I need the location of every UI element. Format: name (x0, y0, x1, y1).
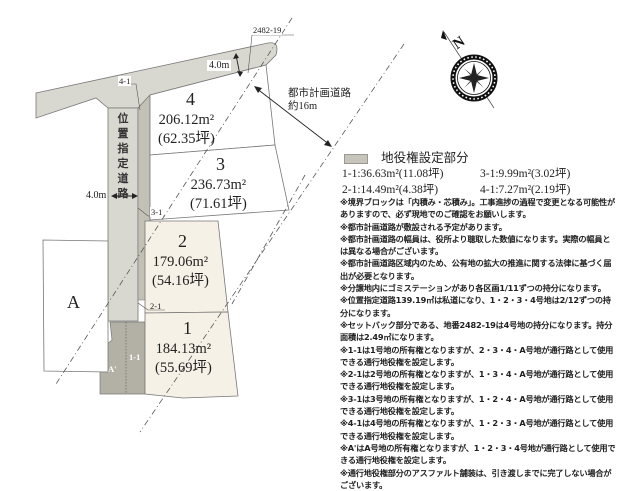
note-item: ※2-1は2号地の所有権となりますが、1・3・4・A号地が通行路として使用できる… (340, 369, 614, 392)
lot-3-shape (149, 144, 290, 221)
parcel-2482-19-label: 2482-19 (252, 25, 283, 35)
easement-4-1-label: 4-1 (118, 76, 132, 86)
easement-1-1-label: 1-1 (129, 352, 141, 362)
road-char: 指 (117, 143, 129, 155)
easement-3-1-label: 3-1 (150, 207, 164, 217)
lot-1-number: 1 (183, 318, 192, 338)
lot-3-number: 3 (216, 154, 225, 174)
note-item: ※境界ブロックは「内積み・芯積み」。工事進捗の過程で変更となる可能性がありますの… (340, 197, 615, 220)
side-road-width-label: 4.0m (86, 190, 107, 201)
lot-4-area: 206.12m² (62.35坪) (158, 111, 215, 149)
road-char: 置 (117, 128, 129, 140)
road-char: 位 (117, 113, 129, 125)
easement-area-2-1: 2-1:14.49m²(4.38坪) (342, 184, 439, 196)
easement-areas: 1-1:36.63m²(11.08坪) 3-1:9.99m²(3.02坪) 2-1… (342, 166, 618, 198)
easement-areas-row: 2-1:14.49m²(4.38坪) 4-1:7.27m²(2.19坪) (342, 182, 618, 198)
note-item: ※4-1は4号地の所有権となりますが、1・2・3・A号地が通行路として使用できる… (340, 418, 614, 441)
lot-4-area-m2: 206.12m² (158, 112, 215, 128)
lot-a-label: A (67, 292, 80, 312)
notes-list: ※境界ブロックは「内積み・芯積み」。工事進捗の過程で変更となる可能性がありますの… (340, 196, 616, 491)
lot-3-area: 236.73m² (71.61坪) (190, 176, 247, 214)
road-char: 道 (117, 173, 129, 185)
site-plan: N (35, 17, 498, 433)
city-road-width: 約16m (288, 101, 318, 112)
lot-4-area-tsubo: (62.35坪) (158, 131, 215, 147)
lot-4-number: 4 (186, 89, 195, 109)
top-road-width-label: 4.0m (207, 60, 232, 71)
city-planning-road-label: 都市計画道路 約16m (288, 87, 351, 113)
note-item: ※位置指定道路139.19㎡は私道になり、1・2・3・4号地は2/12ずつの持分… (340, 295, 611, 318)
road-char: 路 (117, 188, 129, 200)
lot-1-area-m2: 184.13m² (155, 341, 212, 357)
note-item: ※セットバック部分である、地番2482-19は4号地の持分になります。持分面積は… (340, 319, 613, 343)
easement-area-3-1: 3-1:9.99m²(3.02坪) (480, 168, 571, 180)
easement-swatch (344, 154, 368, 165)
easement-a-prime-label: A' (108, 364, 117, 374)
note-item: ※分譲地内にゴミステーションがあり各区画1/11ずつの持分になります。 (340, 283, 606, 294)
note-item: ※1-1は1号地の所有権となりますが、2・3・4・A号地が通行路として使用できる… (340, 344, 614, 367)
lot-2-area-tsubo: (54.16坪) (152, 273, 209, 289)
lot-1-area-tsubo: (55.69坪) (155, 360, 212, 376)
lot-2-area: 179.06m² (54.16坪) (152, 253, 209, 291)
legend-label: 地役権設定部分 (381, 151, 469, 165)
compass-north-label: N (450, 33, 468, 52)
easement-legend: 地役権設定部分 (344, 147, 469, 166)
designated-road-label: 位 置 指 定 道 路 (116, 112, 130, 202)
lot-a-shape (42, 239, 109, 373)
note-item: ※A'はA号地の所有権となりますが、1・2・3・4号地が通行路として使用できる通… (340, 442, 616, 466)
lot-2-area-m2: 179.06m² (152, 254, 209, 270)
lot-1-shape (144, 311, 239, 399)
note-item: ※通行地役権部分のアスファルト舗装は、引き渡しまでに完了しない場合がございます。 (340, 467, 612, 490)
lot-2-number: 2 (178, 231, 187, 251)
easement-2-1-label: 2-1 (150, 301, 162, 311)
lot-3-area-m2: 236.73m² (190, 177, 247, 193)
note-item: ※都市計画道路が敷設される予定があります。 (340, 221, 507, 232)
note-item: ※都市計画道路区域内のため、公有地の拡大の推進に関する法律に基づく届出が必要とな… (340, 258, 612, 281)
road-char: 定 (117, 158, 129, 170)
note-item: ※3-1は3号地の所有権となりますが、1・2・4・A号地が通行路として使用できる… (340, 393, 614, 417)
easement-area-1-1: 1-1:36.63m²(11.08坪) (342, 168, 444, 180)
lot-1-area: 184.13m² (55.69坪) (155, 340, 212, 378)
lot-3-area-tsubo: (71.61坪) (190, 196, 247, 212)
easement-areas-row: 1-1:36.63m²(11.08坪) 3-1:9.99m²(3.02坪) (342, 166, 618, 182)
note-item: ※都市計画道路の幅員は、役所より聴取した数値になります。実際の幅員とは異なる場合… (340, 233, 611, 257)
compass-icon (441, 30, 498, 109)
easement-area-4-1: 4-1:7.27m²(2.19坪) (480, 184, 571, 196)
city-road-name: 都市計画道路 (288, 88, 351, 99)
